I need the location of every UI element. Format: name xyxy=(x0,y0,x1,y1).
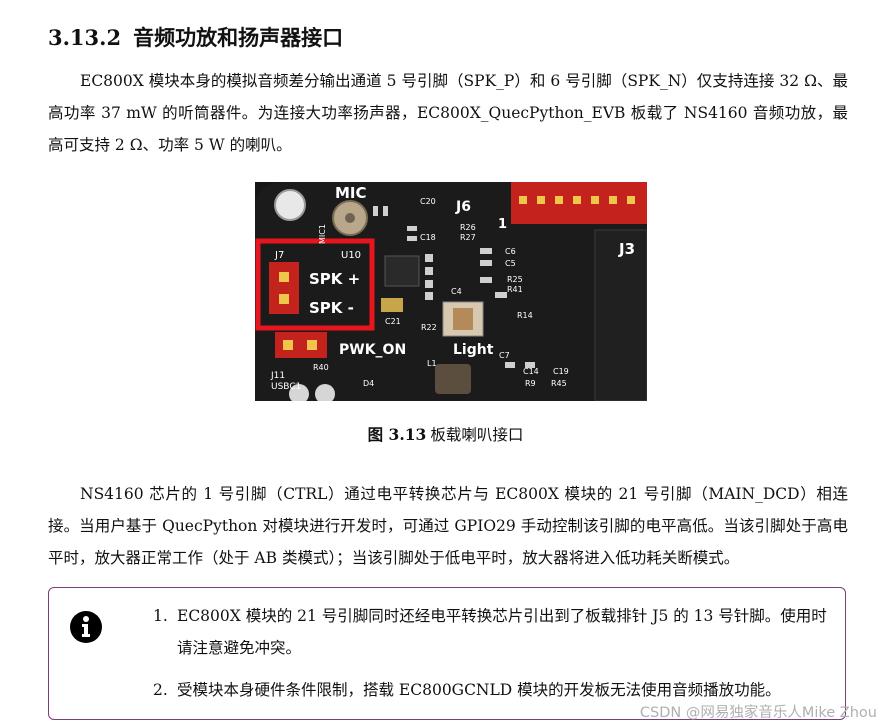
section-title: 音频功放和扬声器接口 xyxy=(133,25,344,50)
watermark: CSDN @网易独家音乐人Mike Zhou xyxy=(639,705,877,721)
section-heading: 3.13.2 音频功放和扬声器接口 xyxy=(48,22,343,52)
label-pwk-on: PWK_ON xyxy=(339,342,406,358)
board-illustration: MIC MIC1 J6 1 J3 J7 U10 SPK + SPK - PWK_… xyxy=(255,182,647,401)
label-r14: R14 xyxy=(517,311,533,320)
label-c18: C18 xyxy=(420,233,436,242)
label-j7: J7 xyxy=(274,250,284,261)
label-j6-pin: 1 xyxy=(498,217,507,232)
caption-text: 板载喇叭接口 xyxy=(430,426,524,444)
label-r27: R27 xyxy=(460,233,476,242)
spk-highlight-box xyxy=(255,238,375,331)
note-box: 1. EC800X 模块的 21 号引脚同时还经电平转换芯片引出到了板载排针 J… xyxy=(48,587,846,720)
label-c21: C21 xyxy=(385,317,401,326)
label-c5: C5 xyxy=(505,259,516,268)
label-r40: R40 xyxy=(313,363,329,372)
label-r22: R22 xyxy=(421,323,437,332)
note-item-index: 1. xyxy=(153,607,168,625)
label-spk-plus: SPK + xyxy=(309,270,360,288)
j6-pin-header xyxy=(511,182,647,224)
info-icon xyxy=(70,611,102,643)
label-r45: R45 xyxy=(551,379,567,388)
cap-c21 xyxy=(381,298,403,312)
section-number: 3.13.2 xyxy=(48,25,122,50)
label-r26: R26 xyxy=(460,223,476,232)
label-c19: C19 xyxy=(553,367,569,376)
label-c14: C14 xyxy=(523,367,539,376)
note-item-text: 受模块本身硬件条件限制，搭载 EC800GCNLD 模块的开发板无法使用音频播放… xyxy=(177,681,781,699)
paragraph-intro: EC800X 模块本身的模拟音频差分输出通道 5 号引脚（SPK_P）和 6 号… xyxy=(48,72,848,154)
ic-u10 xyxy=(384,255,420,287)
paragraph-ctrl: NS4160 芯片的 1 号引脚（CTRL）通过电平转换芯片与 EC800X 模… xyxy=(48,485,848,567)
label-usbc1: USBC1 xyxy=(271,382,301,392)
label-spk-minus: SPK - xyxy=(309,299,354,317)
pwk-on-header xyxy=(275,332,327,358)
note-list: 1. EC800X 模块的 21 号引脚同时还经电平转换芯片引出到了板载排针 J… xyxy=(153,600,833,716)
label-c20: C20 xyxy=(420,197,436,206)
label-mic: MIC xyxy=(335,184,367,202)
label-u10: U10 xyxy=(341,250,361,261)
label-c4: C4 xyxy=(451,287,462,296)
label-c6: C6 xyxy=(505,247,516,256)
note-item: 2. 受模块本身硬件条件限制，搭载 EC800GCNLD 模块的开发板无法使用音… xyxy=(153,674,833,706)
label-l1: L1 xyxy=(427,359,437,368)
label-j6: J6 xyxy=(455,199,471,215)
label-j3: J3 xyxy=(618,240,635,258)
j7-spk-header xyxy=(269,262,299,314)
label-r41: R41 xyxy=(507,285,523,294)
label-r25: R25 xyxy=(507,275,523,284)
mounting-hole xyxy=(274,189,306,221)
label-c7: C7 xyxy=(499,351,510,360)
board-photo: MIC MIC1 J6 1 J3 J7 U10 SPK + SPK - PWK_… xyxy=(255,182,647,401)
label-r9: R9 xyxy=(525,379,536,388)
note-item-index: 2. xyxy=(153,681,168,699)
note-item-text: EC800X 模块的 21 号引脚同时还经电平转换芯片引出到了板载排针 J5 的… xyxy=(177,607,827,657)
label-light: Light xyxy=(453,342,494,358)
note-item: 1. EC800X 模块的 21 号引脚同时还经电平转换芯片引出到了板载排针 J… xyxy=(153,600,833,664)
caption-label: 图 3.13 xyxy=(367,425,427,444)
j3-connector xyxy=(594,229,647,401)
label-d4: D4 xyxy=(363,379,374,388)
inductor-l1 xyxy=(435,364,471,394)
label-j11: J11 xyxy=(270,371,285,381)
label-mic1: MIC1 xyxy=(318,224,327,244)
